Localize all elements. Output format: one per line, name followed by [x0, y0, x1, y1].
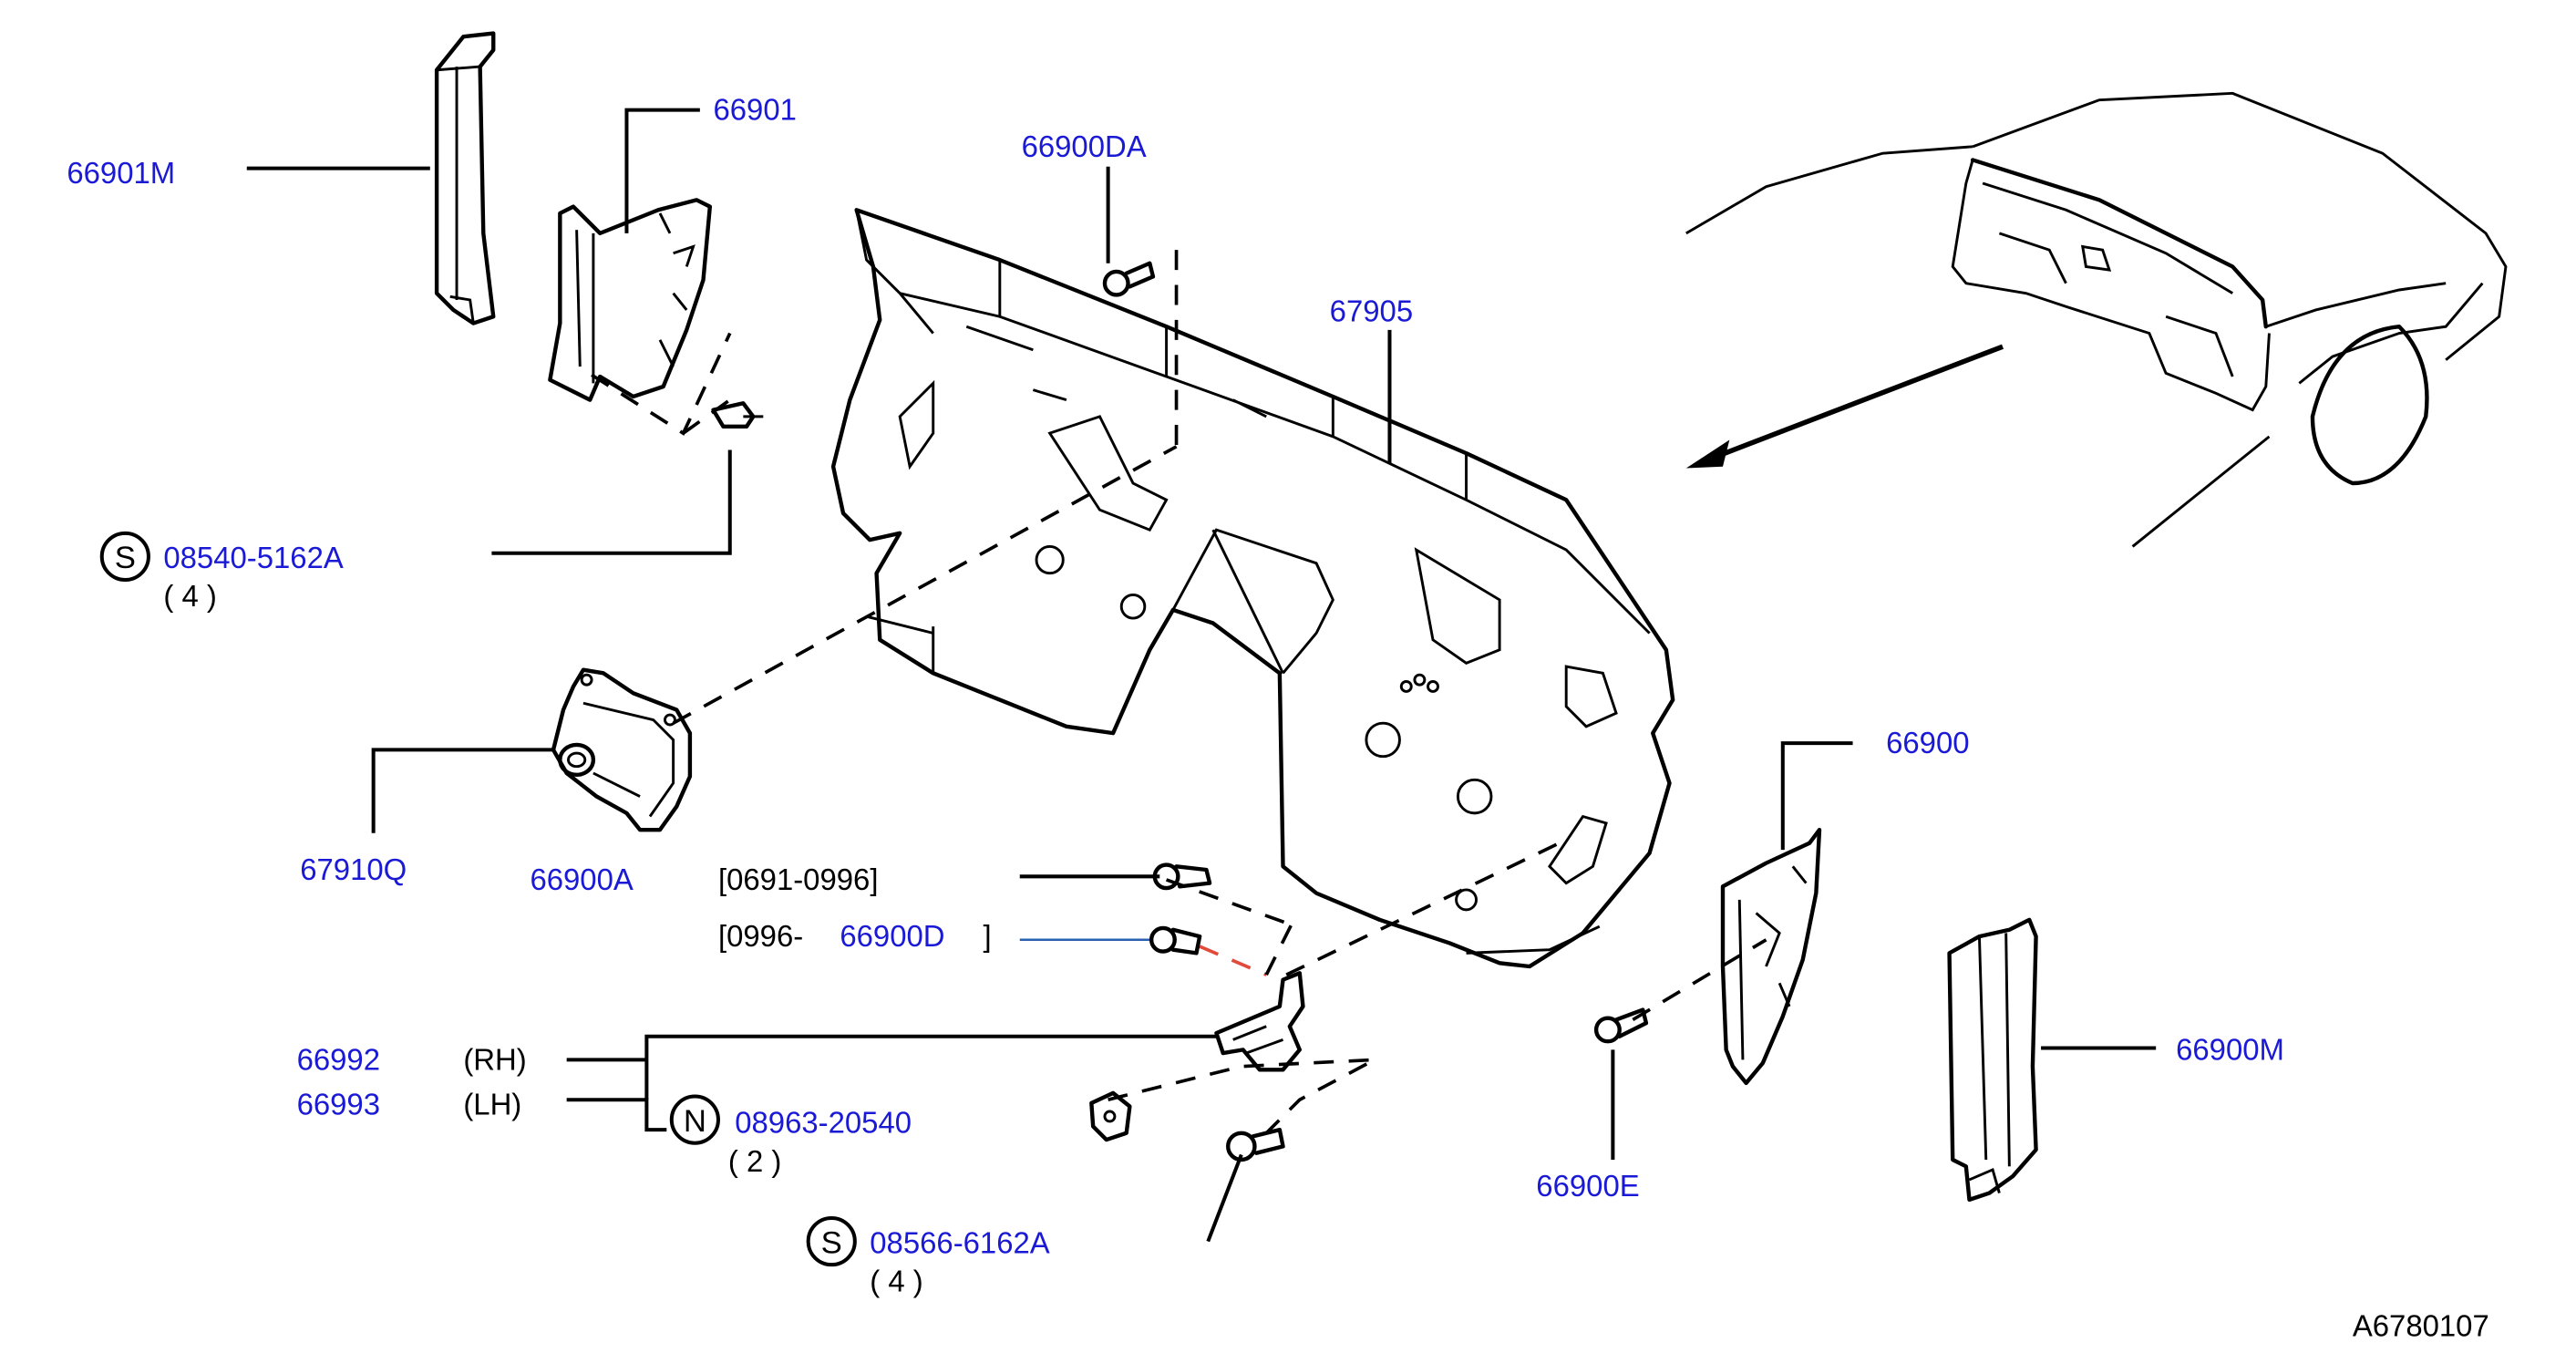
- symbol-n-1-text: N: [684, 1104, 706, 1139]
- part-66900-drawing: [1720, 827, 1822, 1086]
- clip-66900E-drawing: [1593, 1007, 1649, 1044]
- screw-08566-drawing: [1226, 1127, 1285, 1162]
- label-date-range-2-close: ]: [984, 919, 992, 953]
- symbol-s-2: S: [806, 1215, 857, 1267]
- label-date-range-2-open: [0996-: [718, 919, 803, 953]
- symbol-s-1: S: [99, 531, 150, 583]
- label-66992[interactable]: 66992: [297, 1042, 380, 1076]
- label-66901M[interactable]: 66901M: [67, 156, 175, 190]
- drawing-number: A6780107: [2353, 1309, 2489, 1343]
- label-66900M[interactable]: 66900M: [2176, 1032, 2284, 1066]
- screw-08540-drawing: [711, 401, 764, 429]
- label-66900D[interactable]: 66900D: [840, 919, 944, 953]
- label-08963-20540[interactable]: 08963-20540: [735, 1106, 912, 1140]
- clip-66900DA-drawing: [1102, 261, 1156, 297]
- label-08963-qty: ( 2 ): [728, 1144, 781, 1178]
- nut-08963-drawing: [1089, 1090, 1132, 1142]
- label-66993[interactable]: 66993: [297, 1088, 380, 1121]
- label-66900E[interactable]: 66900E: [1536, 1169, 1639, 1203]
- symbol-s-2-text: S: [821, 1225, 842, 1260]
- callout-labels: 66901M 66901 66900DA 67905 08540-5162A (…: [67, 93, 2488, 1343]
- assembly-dash-lines: [591, 250, 1767, 1135]
- label-67905[interactable]: 67905: [1330, 294, 1413, 328]
- direction-arrowhead: [1685, 439, 1730, 469]
- car-overview-drawing: [1685, 91, 2508, 548]
- label-date-range-1: [0691-0996]: [718, 862, 878, 896]
- label-08566-qty: ( 4 ): [870, 1264, 922, 1297]
- part-66901-drawing: [548, 198, 713, 402]
- label-08540-5162A[interactable]: 08540-5162A: [163, 541, 343, 574]
- part-67910Q-drawing: [551, 667, 693, 832]
- part-66900M-drawing: [1947, 917, 2038, 1203]
- part-67905-drawing: [830, 208, 1675, 969]
- symbol-n-1: N: [669, 1094, 720, 1145]
- label-66900DA[interactable]: 66900DA: [1022, 129, 1147, 163]
- label-08566-6162A[interactable]: 08566-6162A: [870, 1225, 1049, 1259]
- label-lh: (LH): [463, 1088, 521, 1121]
- label-08540-qty: ( 4 ): [163, 579, 216, 613]
- label-66901[interactable]: 66901: [713, 93, 796, 127]
- part-66901M-drawing: [434, 31, 496, 325]
- clip-66900D-drawing: [1149, 862, 1212, 955]
- leader-lines: [246, 108, 2157, 1243]
- label-66900[interactable]: 66900: [1886, 726, 1969, 759]
- label-rh: (RH): [463, 1042, 526, 1076]
- symbol-s-1-text: S: [115, 541, 136, 575]
- part-66992-drawing: [1214, 971, 1305, 1072]
- label-66900A[interactable]: 66900A: [530, 862, 633, 896]
- label-67910Q[interactable]: 67910Q: [300, 852, 407, 886]
